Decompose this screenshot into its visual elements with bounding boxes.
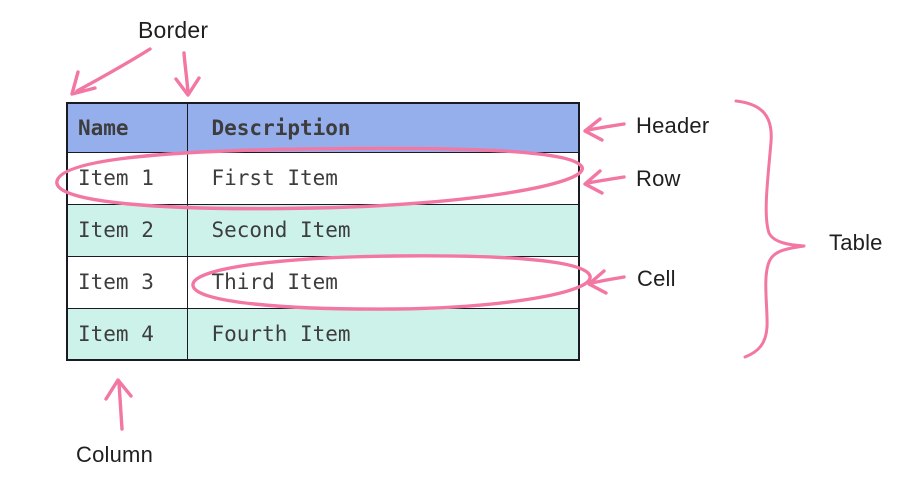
column-label: Column (76, 442, 154, 467)
table-brace-icon (734, 99, 806, 359)
name-header: Name (66, 102, 188, 153)
name-cell: Item 1 (66, 151, 188, 205)
border-label: Border (138, 17, 209, 43)
table-row: Item 4 Fourth Item (66, 307, 580, 361)
name-cell: Item 4 (66, 307, 188, 361)
name-cell: Item 2 (66, 203, 188, 257)
row-label: Row (636, 166, 681, 191)
column-arrow-icon (104, 378, 133, 431)
description-cell: First Item (186, 151, 580, 205)
description-cell: Second Item (186, 203, 580, 257)
description-cell: Third Item (186, 255, 580, 309)
border-arrow-diagonal-icon (70, 47, 152, 96)
name-cell: Item 3 (66, 255, 188, 309)
header-label: Header (636, 113, 710, 138)
border-arrow-down-icon (174, 51, 201, 97)
table-row: Item 1 First Item (66, 151, 580, 205)
cell-label: Cell (637, 266, 676, 291)
table-header-row: Name Description (66, 102, 580, 153)
description-cell: Fourth Item (186, 307, 580, 361)
demo-table: Name Description Item 1 First Item Item … (66, 102, 580, 361)
row-arrow-icon (583, 169, 626, 195)
table-label: Table (829, 230, 883, 255)
description-header: Description (186, 102, 580, 153)
cell-arrow-icon (587, 269, 626, 295)
table-row: Item 3 Third Item (66, 255, 580, 309)
header-arrow-icon (583, 117, 626, 142)
table-row: Item 2 Second Item (66, 203, 580, 257)
